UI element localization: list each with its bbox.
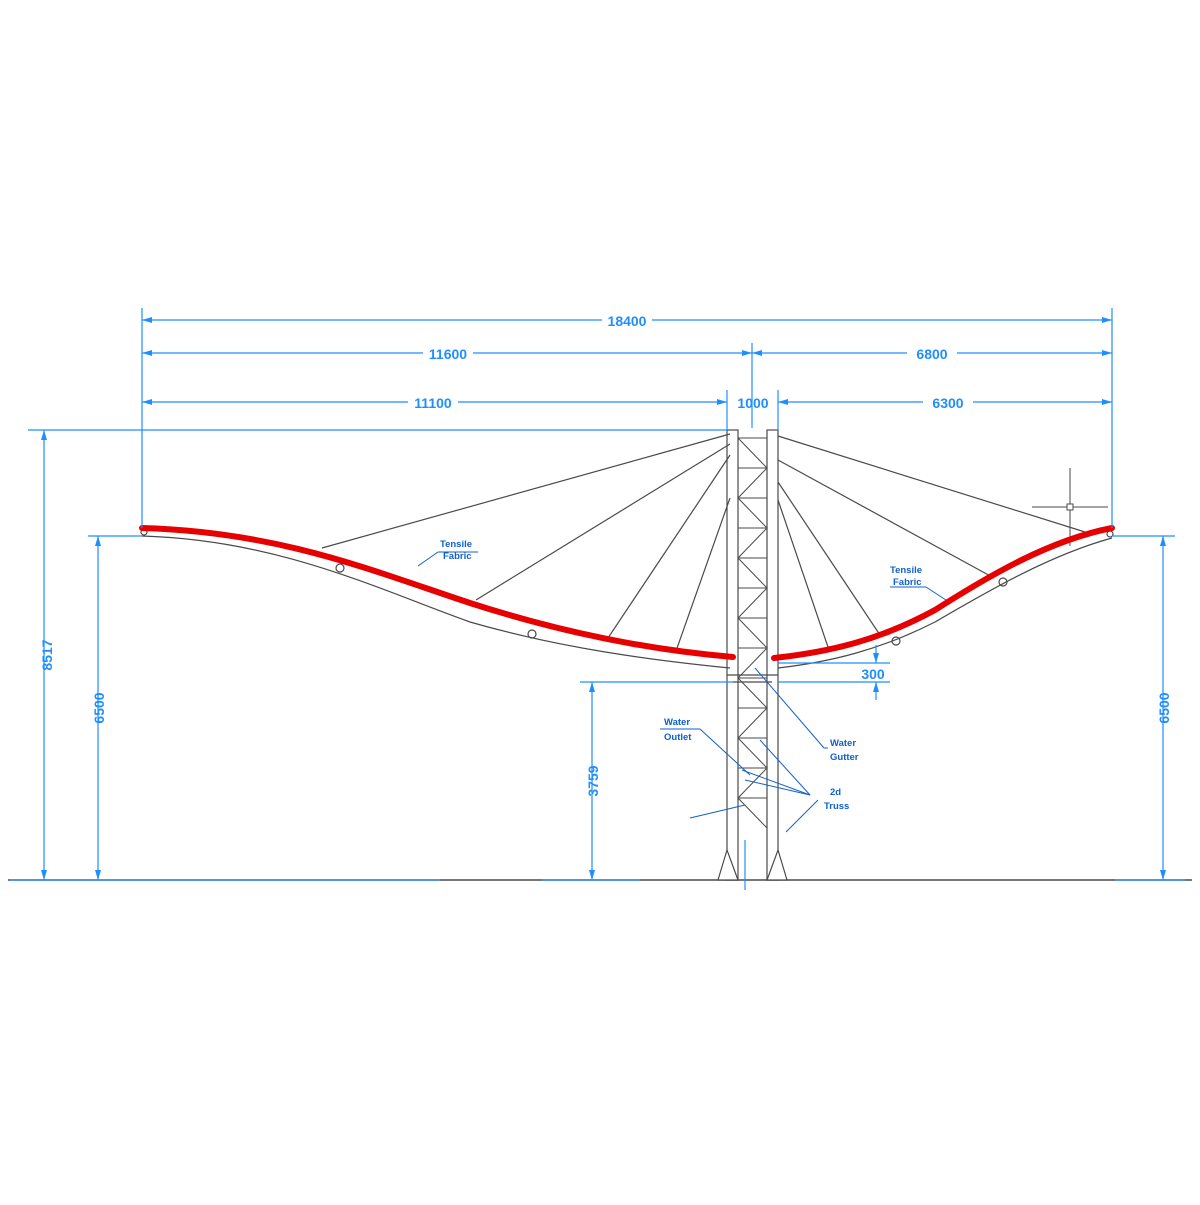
clamp-left-1 xyxy=(335,563,345,573)
label-right-fabric-line1: Tensile xyxy=(890,565,922,576)
dim-gutter-height: 3759 xyxy=(585,765,601,796)
truss-diagonal xyxy=(737,497,768,529)
label-water-gutter-line1: Water xyxy=(830,738,856,749)
truss-diagonal xyxy=(737,797,768,829)
label-water-outlet-line1: Water xyxy=(664,717,690,728)
dim-right-total: 6800 xyxy=(916,346,947,362)
dim-left-edge-height: 6500 xyxy=(91,692,107,723)
annotation-leaders xyxy=(417,551,947,833)
truss-diagonal xyxy=(737,647,768,679)
truss-diagonal xyxy=(737,587,768,619)
dim-overall-width: 18400 xyxy=(608,313,647,329)
structure xyxy=(140,429,1114,881)
dim-right-span: 6300 xyxy=(932,395,963,411)
label-truss-line2: Truss xyxy=(824,801,849,812)
truss-diagonal xyxy=(737,707,768,739)
label-water-gutter-line2: Gutter xyxy=(830,752,859,763)
label-truss-line1: 2d xyxy=(830,787,841,798)
mast-base-right xyxy=(766,848,788,881)
cable-right-3 xyxy=(777,481,881,636)
cable-left-2 xyxy=(475,443,731,601)
tensile-fabric-right xyxy=(771,525,1115,661)
dim-sag: 300 xyxy=(861,666,885,682)
label-right-fabric-line2: Fabric xyxy=(893,577,922,588)
label-water-outlet-line2: Outlet xyxy=(664,732,692,743)
dim-right-edge-height: 6500 xyxy=(1156,692,1172,723)
dimensions xyxy=(10,308,1185,890)
dim-total-height: 8517 xyxy=(39,639,55,670)
label-left-fabric-line1: Tensile xyxy=(440,539,472,550)
tensile-fabric-left xyxy=(139,525,736,660)
beam-left-lower xyxy=(141,535,731,669)
cable-left-1 xyxy=(321,433,731,549)
truss-diagonal xyxy=(737,677,768,709)
clamp-right-2 xyxy=(998,577,1008,587)
truss-diagonal xyxy=(737,527,768,559)
dim-left-total: 11600 xyxy=(429,346,467,362)
dim-mast-width: 1000 xyxy=(737,395,768,411)
clamp-right-1 xyxy=(891,636,901,646)
beam-right-lower xyxy=(777,537,1113,669)
truss-diagonal xyxy=(737,437,768,469)
mast-base-left xyxy=(717,848,739,881)
cable-left-3 xyxy=(605,454,731,642)
cable-right-4 xyxy=(777,499,830,651)
truss-diagonal xyxy=(737,467,768,499)
dimension-arrows xyxy=(41,317,1166,880)
truss-diagonal xyxy=(737,617,768,649)
cable-right-1 xyxy=(777,435,1086,533)
truss-diagonal xyxy=(737,767,768,799)
cad-crosshair-box xyxy=(1066,503,1074,511)
cable-right-2 xyxy=(777,459,995,579)
clamp-left-2 xyxy=(527,629,537,639)
truss-diagonal xyxy=(737,737,768,769)
dim-left-span: 11100 xyxy=(414,395,452,411)
mast-truss-bracing xyxy=(737,437,768,829)
cable-left-4 xyxy=(675,497,731,652)
truss-diagonal xyxy=(737,557,768,589)
label-left-fabric-line2: Fabric xyxy=(443,551,472,562)
